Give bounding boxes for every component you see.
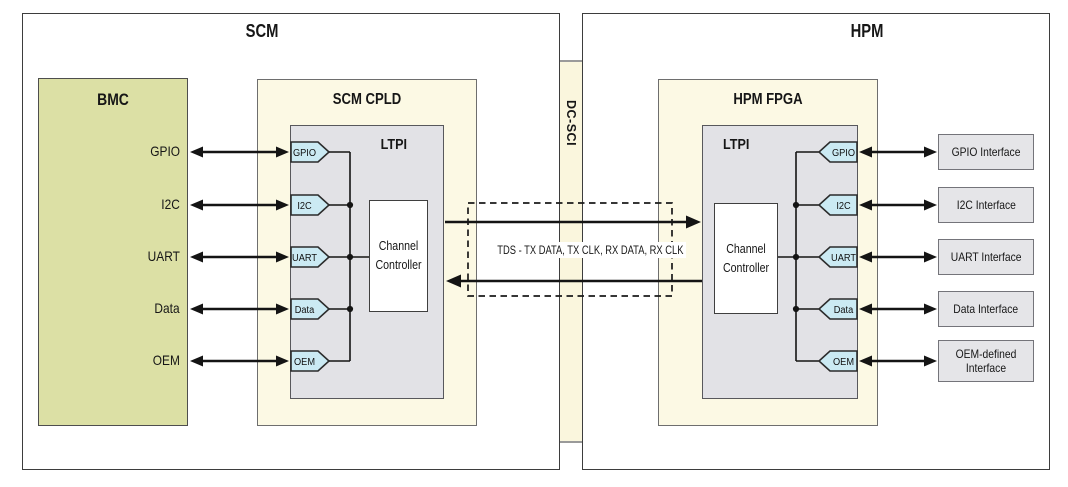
bmc-port-label-i2c: I2C [161, 196, 180, 212]
scm-cpld-title: SCM CPLD [332, 91, 402, 108]
hpm-ltpi-title: LTPI [723, 136, 750, 153]
bmc-port-label-gpio: GPIO [150, 143, 180, 159]
hpm-title: HPM [850, 21, 884, 41]
bus-label: TDS - TX DATA, TX CLK, RX DATA, RX CLK [468, 241, 686, 259]
bmc-port-label-data: Data [154, 300, 180, 316]
scm-ltpi-title: LTPI [380, 136, 407, 153]
bmc-title: BMC [97, 90, 129, 109]
interface-box-data: Data Interface [938, 291, 1034, 327]
bmc-block [38, 78, 188, 426]
interface-box-uart: UART Interface [938, 239, 1034, 275]
interface-box-i2c: I2C Interface [938, 187, 1034, 223]
scm-title: SCM [245, 21, 279, 41]
bmc-port-label-uart: UART [147, 248, 180, 264]
hpm-channel-controller: Channel Controller [714, 203, 778, 314]
interface-box-gpio: GPIO Interface [938, 134, 1034, 170]
interface-box-oem: OEM-defined Interface [938, 340, 1034, 382]
bmc-port-label-oem: OEM [152, 352, 180, 368]
hpm-fpga-title: HPM FPGA [733, 91, 803, 108]
dcsci-label: DC-SCI [564, 100, 578, 147]
scm-channel-controller: Channel Controller [369, 200, 428, 312]
